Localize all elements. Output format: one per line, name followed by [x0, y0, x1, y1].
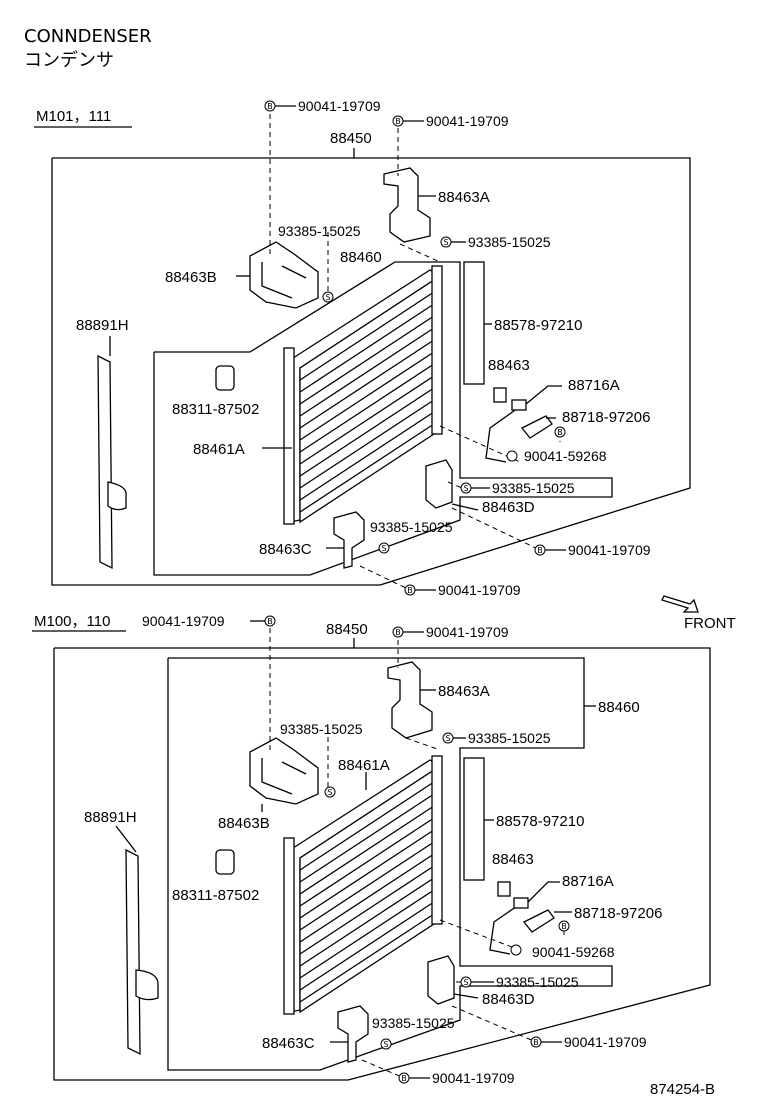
- label-88450-upper: 88450: [330, 130, 372, 147]
- marker-bolt-l4: B: [533, 1038, 539, 1047]
- label-s93385-c-upper: 93385-15025: [492, 480, 575, 496]
- panel-88891H-upper: [97, 354, 113, 570]
- label-s93385-b-upper: 93385-15025: [278, 223, 361, 239]
- marker-screw-u2: S: [325, 293, 330, 302]
- marker-bolt-l1: B: [267, 617, 273, 626]
- label-b90041-c-upper: 90041-19709: [568, 542, 651, 558]
- label-88450-lower: 88450: [326, 621, 368, 638]
- marker-screw-l4: S: [383, 1040, 388, 1049]
- bracket-88463D-upper: [425, 459, 453, 509]
- label-b90041-b-upper: 90041-19709: [426, 113, 509, 129]
- marker-bolt-u5: B: [407, 586, 413, 595]
- label-88463D-lower: 88463D: [482, 991, 535, 1008]
- marker-screw-l3: S: [463, 978, 468, 987]
- fitting-88716A-upper: [511, 399, 527, 411]
- model-label-upper: M101，111: [36, 108, 111, 125]
- marker-screw-l2: S: [327, 788, 332, 797]
- label-88463B-upper: 88463B: [165, 269, 217, 286]
- label-b90041-b-lower: 90041-19709: [426, 624, 509, 640]
- section-upper: M101，111 88450 88460: [34, 98, 691, 598]
- label-b90041-a-lower: 90041-19709: [142, 613, 225, 629]
- label-88716A-upper: 88716A: [568, 377, 620, 394]
- clamp-88718-upper: [520, 415, 553, 439]
- label-88718-upper: 88718-97206: [562, 409, 650, 426]
- front-arrow: FRONT: [661, 595, 736, 632]
- marker-bolt-u1: B: [267, 102, 273, 111]
- label-b90041-a-upper: 90041-19709: [298, 98, 381, 114]
- title-jp: コンデンサ: [24, 50, 114, 71]
- label-b90041-d-upper: 90041-19709: [438, 582, 521, 598]
- bracket-88463B-lower: [249, 737, 319, 805]
- model-label-lower: M100，110: [34, 613, 110, 630]
- label-88460-lower: 88460: [598, 699, 640, 716]
- section-lower: M100，110 88450 88460: [32, 613, 711, 1086]
- label-88460-upper: 88460: [340, 249, 382, 266]
- marker-screw-u3: S: [463, 484, 468, 493]
- label-88311-upper: 88311-87502: [172, 401, 259, 418]
- cushion-88463-upper: [493, 387, 507, 403]
- marker-screw-u4: S: [381, 544, 386, 553]
- bracket-88463C-lower: [337, 1005, 369, 1063]
- bracket-88463C-upper: [333, 511, 365, 569]
- marker-bolt-l2: B: [395, 628, 401, 637]
- label-s93385-d-upper: 93385-15025: [370, 519, 453, 535]
- label-88461A-lower: 88461A: [338, 757, 390, 774]
- marker-screw-l1: S: [445, 734, 450, 743]
- label-88463A-upper: 88463A: [438, 189, 490, 206]
- label-88311-lower: 88311-87502: [172, 887, 259, 904]
- label-88463D-upper: 88463D: [482, 499, 535, 516]
- clamp-88718-lower: [522, 909, 555, 933]
- marker-bolt-l3: B: [561, 922, 567, 931]
- label-88463C-upper: 88463C: [259, 541, 312, 558]
- bracket-88463B-upper: [249, 241, 319, 309]
- label-b90041-d-lower: 90041-19709: [432, 1070, 515, 1086]
- label-s93385-b-lower: 93385-15025: [280, 721, 363, 737]
- marker-bolt-u2: B: [395, 117, 401, 126]
- bracket-88463A-upper: [383, 167, 431, 243]
- label-88463B-lower: 88463B: [218, 815, 270, 832]
- label-b90041-e-lower: 90041-59268: [532, 944, 615, 960]
- label-s93385-d-lower: 93385-15025: [372, 1015, 455, 1031]
- seal-88578-upper: [463, 261, 485, 385]
- label-88578-upper: 88578-97210: [494, 317, 582, 334]
- marker-bolt-u4: B: [537, 546, 543, 555]
- label-88461A-upper: 88461A: [193, 441, 245, 458]
- panel-88891H-lower: [125, 848, 141, 1056]
- cushion-88311-lower: [215, 849, 235, 875]
- marker-bolt-u3: B: [557, 428, 563, 437]
- pipe-88716A-upper: [485, 407, 519, 463]
- label-88891H-lower: 88891H: [84, 809, 137, 826]
- label-s93385-a-upper: 93385-15025: [468, 234, 551, 250]
- marker-screw-u1: S: [443, 238, 448, 247]
- cushion-88463-lower: [497, 881, 511, 897]
- label-88891H-upper: 88891H: [76, 317, 129, 334]
- label-88463A-lower: 88463A: [438, 683, 490, 700]
- pipe-88716A-lower: [489, 903, 521, 955]
- fitting-88716A-lower: [513, 897, 529, 909]
- bracket-88463D-lower: [427, 955, 455, 1005]
- label-s93385-c-lower: 93385-15025: [496, 974, 579, 990]
- label-88578-lower: 88578-97210: [496, 813, 584, 830]
- marker-bolt-l5: B: [401, 1074, 407, 1083]
- bracket-88463A-lower: [387, 661, 433, 739]
- label-b90041-c-lower: 90041-19709: [564, 1034, 647, 1050]
- label-s93385-a-lower: 93385-15025: [468, 730, 551, 746]
- label-88463-upper: 88463: [488, 357, 530, 374]
- figure-number: 874254-B: [650, 1081, 715, 1098]
- label-b90041-e-upper: 90041-59268: [524, 448, 607, 464]
- label-88463-lower: 88463: [492, 851, 534, 868]
- label-88718-lower: 88718-97206: [574, 905, 662, 922]
- cushion-88311-upper: [215, 365, 235, 391]
- title-en: CONNDENSER: [24, 26, 152, 47]
- front-label: FRONT: [684, 615, 736, 632]
- label-88463C-lower: 88463C: [262, 1035, 315, 1052]
- seal-88578-lower: [463, 757, 485, 881]
- label-88716A-lower: 88716A: [562, 873, 614, 890]
